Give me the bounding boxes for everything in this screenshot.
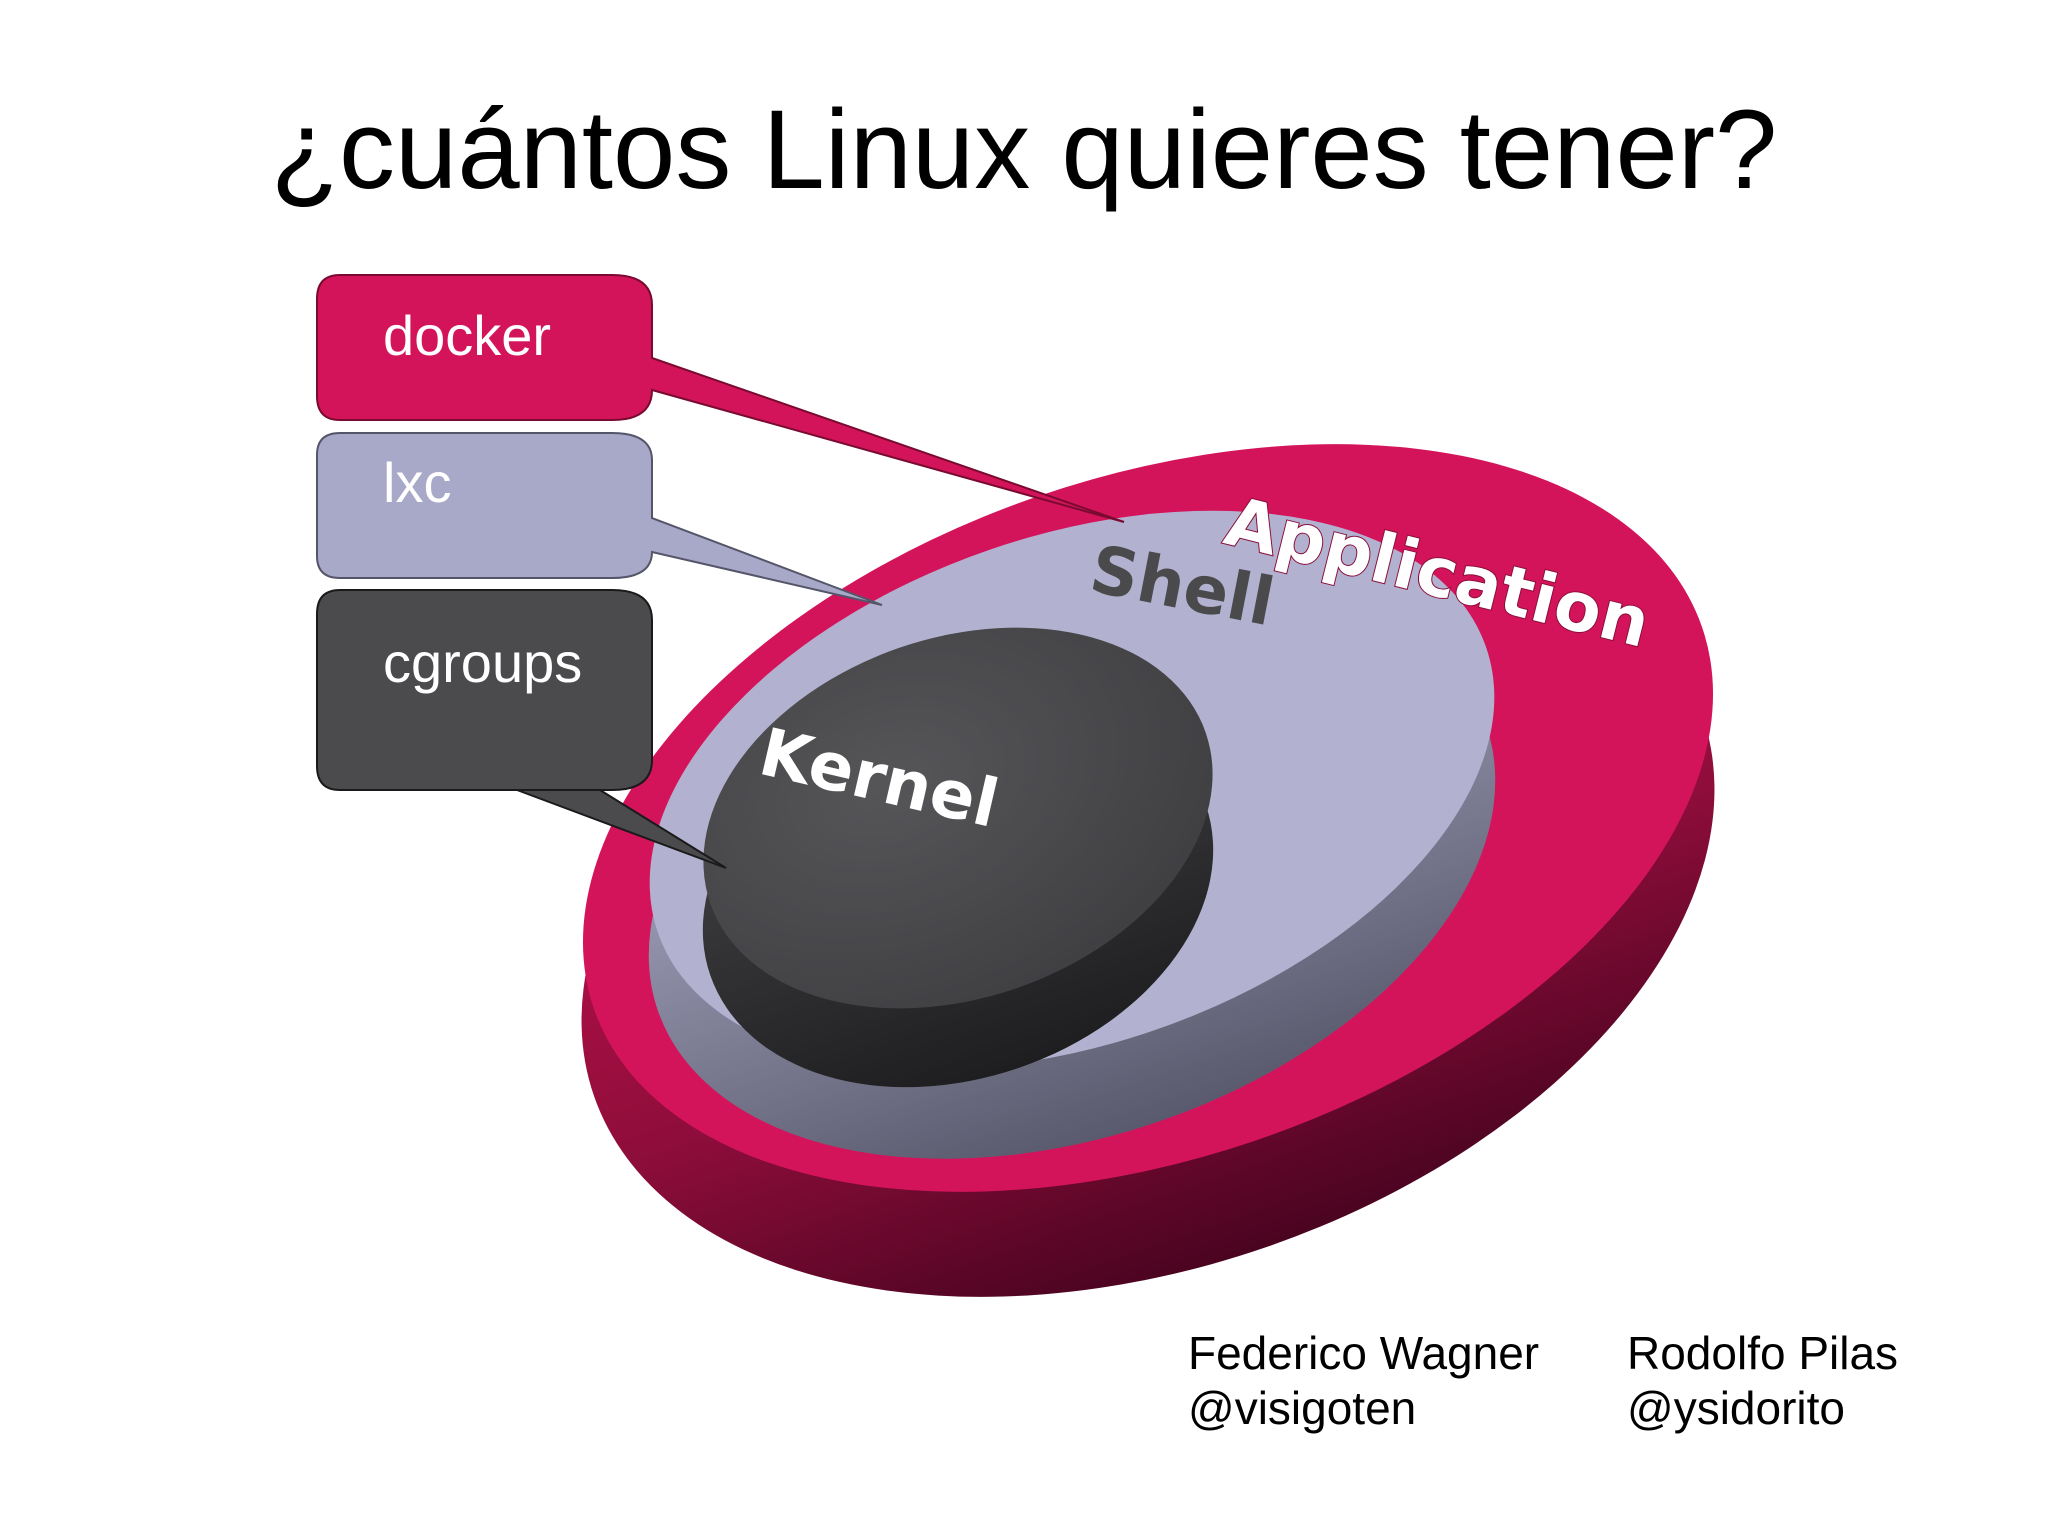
credit-author-2-name: Rodolfo Pilas <box>1627 1327 1899 1379</box>
callout-docker: docker <box>316 274 1125 523</box>
callout-lxc-label: lxc <box>383 451 451 514</box>
callout-docker-label: docker <box>383 304 551 367</box>
credit-author-1-name: Federico Wagner <box>1188 1327 1540 1379</box>
callout-lxc-bubble <box>316 432 883 606</box>
credit-author-1: Federico Wagner @visigoten <box>1188 1326 1539 1436</box>
callout-lxc: lxc <box>316 432 883 606</box>
credit-author-1-handle: @visigoten <box>1188 1382 1417 1435</box>
callout-cgroups: cgroups <box>316 589 727 869</box>
kernel-layer <box>702 627 1214 1088</box>
credit-author-2-handle: @ysidorito <box>1627 1382 1845 1435</box>
callout-cgroups-bubble <box>316 589 727 869</box>
slide-title: ¿cuántos Linux quieres tener? <box>270 87 1778 212</box>
callout-docker-bubble <box>316 274 1125 523</box>
callout-cgroups-label: cgroups <box>383 631 582 694</box>
credit-author-2: Rodolfo Pilas @ysidorito <box>1627 1326 1898 1436</box>
